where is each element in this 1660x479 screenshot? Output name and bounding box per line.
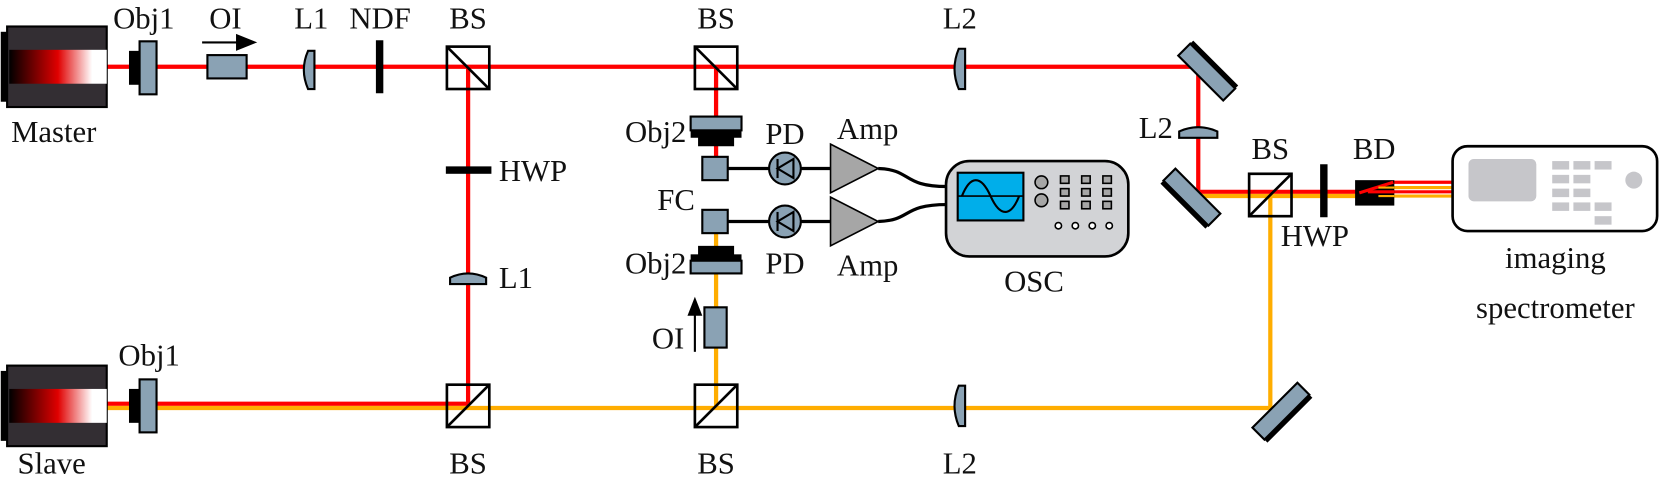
amplifier-icon — [829, 142, 880, 195]
label-master: Master — [11, 115, 96, 149]
lens-l2-top — [953, 47, 967, 91]
beam-displacer — [1355, 180, 1395, 206]
label-amp-top: Amp — [837, 112, 898, 146]
sine-wave-icon — [960, 179, 1021, 213]
label-bs-top-left: BS — [449, 2, 487, 36]
lens-l1-top — [302, 49, 316, 91]
label-l2-bottom: L2 — [943, 447, 977, 479]
label-bs-bottom-left: BS — [449, 447, 487, 479]
detection-chain-bottom — [701, 195, 948, 248]
beam-splitter-right — [1247, 172, 1293, 218]
cable-bottom — [878, 202, 948, 224]
label-obj2-bottom: Obj2 — [625, 246, 686, 280]
neutral-density-filter — [375, 40, 384, 94]
cable-top — [878, 166, 948, 189]
slave-laser — [0, 364, 108, 448]
beam-splitter-bottom-left — [445, 383, 491, 429]
amplifier-icon — [829, 195, 880, 248]
label-spectrometer-line2: spectrometer — [1476, 291, 1635, 325]
half-wave-plate-right — [1320, 164, 1328, 218]
half-wave-plate-left — [445, 166, 492, 174]
label-fc: FC — [657, 183, 695, 217]
label-l1-left: L1 — [499, 261, 533, 295]
label-bd: BD — [1353, 132, 1396, 166]
label-bs-bottom-mid: BS — [697, 447, 735, 479]
label-oi-mid: OI — [652, 322, 684, 356]
master-laser — [0, 25, 108, 109]
label-hwp-left: HWP — [499, 154, 567, 188]
label-pd-bottom: PD — [765, 246, 804, 280]
objective-2-top — [689, 115, 743, 147]
beam-splitter-top-mid — [693, 45, 739, 91]
label-amp-bottom: Amp — [837, 249, 898, 283]
mirror-top-right — [1176, 40, 1239, 103]
photodiode-icon — [768, 151, 802, 186]
label-l2-top: L2 — [943, 2, 977, 36]
label-l1-top: L1 — [294, 2, 328, 36]
label-spectrometer-line1: imaging — [1505, 241, 1606, 275]
label-ndf: NDF — [349, 2, 410, 36]
label-obj1-bottom: Obj1 — [118, 339, 179, 373]
label-bs-top-mid: BS — [697, 2, 735, 36]
slave-beam-paths — [106, 193, 1379, 411]
label-l2-right: L2 — [1139, 111, 1173, 145]
mirror-bottom-right — [1250, 381, 1313, 443]
lens-l2-bottom — [953, 384, 967, 428]
label-oi-top: OI — [209, 2, 241, 36]
objective-2-bottom — [689, 245, 743, 275]
beam-splitter-top-left — [445, 45, 491, 91]
detection-chain-top — [701, 142, 948, 195]
label-bs-right: BS — [1252, 132, 1290, 166]
optical-isolator-top — [202, 33, 258, 80]
master-beam-paths — [106, 64, 1379, 406]
imaging-spectrometer — [1451, 144, 1659, 233]
fiber-coupler-top — [701, 155, 729, 182]
objective-1-top — [128, 40, 158, 96]
lens-l2-right — [1178, 126, 1219, 139]
arrow-up-icon — [687, 296, 703, 316]
oscilloscope — [944, 159, 1130, 258]
fiber-coupler-bottom — [701, 208, 729, 235]
objective-1-bottom — [128, 378, 158, 434]
photodiode-icon — [768, 204, 802, 239]
arrow-right-icon — [236, 33, 258, 51]
beam-splitter-bottom-mid — [693, 383, 739, 429]
label-obj2-top: Obj2 — [625, 115, 686, 149]
optical-isolator-mid — [687, 296, 728, 352]
lens-l1-left — [449, 272, 488, 286]
label-obj1-top: Obj1 — [113, 2, 174, 36]
label-slave: Slave — [18, 447, 86, 479]
label-pd-top: PD — [765, 117, 804, 151]
label-hwp-right: HWP — [1281, 219, 1349, 253]
label-osc: OSC — [1004, 264, 1064, 298]
mirror-mid-right — [1160, 167, 1222, 229]
